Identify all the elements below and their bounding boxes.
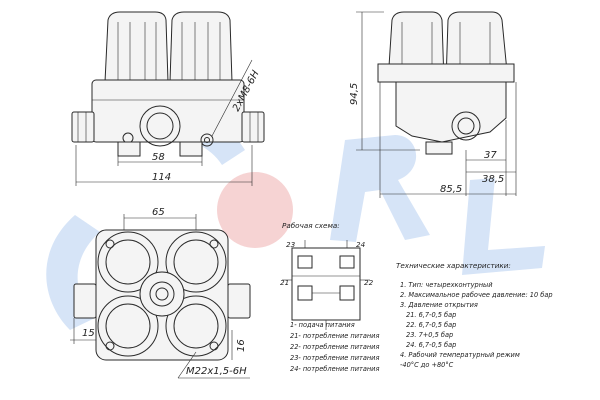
dim-58: 58 — [152, 152, 165, 163]
legend-item: 21- потребление питания — [290, 332, 379, 340]
dim-37: 37 — [484, 150, 497, 161]
dim-94-5: 94,5 — [349, 83, 360, 105]
dim-114: 114 — [152, 172, 171, 183]
scheme-legend: 1- подача питания 21- потребление питани… — [290, 321, 379, 373]
port-21: 21 — [280, 278, 289, 287]
spec-line: 22. 6,7-0,5 бар — [406, 321, 456, 329]
dim-65: 65 — [152, 207, 165, 218]
dim-16: 16 — [236, 339, 247, 352]
dim-port-thread: M22x1,5-6H — [186, 366, 247, 377]
spec-line: 24. 6,7-0,5 бар — [406, 341, 456, 349]
top-view — [70, 214, 251, 379]
port-24: 24 — [356, 240, 366, 249]
spec-line: -40°С до +80°С — [400, 361, 454, 369]
spec-line: 2. Максимальное рабочее давление: 10 бар — [400, 291, 553, 299]
dim-85-5: 85,5 — [440, 184, 462, 195]
legend-item: 1- подача питания — [290, 321, 355, 329]
legend-item: 22- потребление питания — [290, 343, 379, 351]
front-view — [71, 11, 265, 186]
spec-line: 23. 7+0,5 бар — [406, 331, 453, 339]
spec-line: 1. Тип: четырехконтурный — [400, 281, 493, 289]
legend-item: 23- потребление питания — [290, 354, 379, 362]
tech-specs: Технические характеристики: 1. Тип: четы… — [396, 261, 553, 369]
dim-38-5: 38,5 — [482, 174, 504, 185]
legend-item: 24- потребление питания — [290, 365, 379, 373]
port-22: 22 — [364, 278, 374, 287]
working-scheme — [282, 240, 370, 330]
side-view — [356, 11, 517, 198]
dim-15: 15 — [82, 328, 95, 339]
scheme-title: Рабочая схема: — [282, 221, 340, 230]
specs-title: Технические характеристики: — [396, 261, 511, 270]
port-23: 23 — [286, 240, 296, 249]
spec-line: 21. 6,7-0,5 бар — [406, 311, 456, 319]
spec-line: 4. Рабочий температурный режим — [400, 351, 520, 359]
spec-line: 3. Давление открытия — [400, 301, 478, 309]
